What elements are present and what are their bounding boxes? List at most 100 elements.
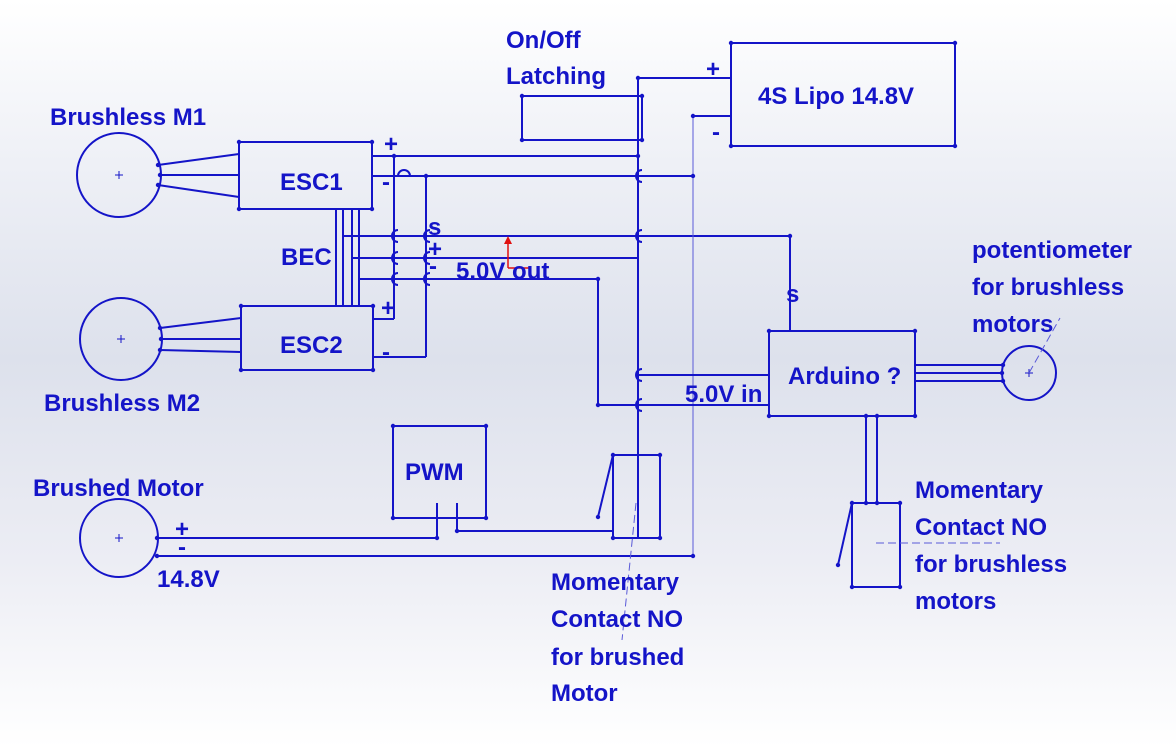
junction-dot xyxy=(238,303,244,309)
momentary-brushed-label-2: Contact NO xyxy=(551,606,683,633)
origin-marker xyxy=(504,236,530,269)
power-rails xyxy=(372,77,791,556)
brushed-minus: - xyxy=(178,534,186,561)
junction-dot xyxy=(728,143,734,149)
esc1-minus: - xyxy=(382,169,390,196)
arduino-io-wires xyxy=(837,364,1003,566)
junction-dot xyxy=(519,137,525,143)
momentary-brushless-label-2: Contact NO xyxy=(915,514,1047,541)
junction-dot xyxy=(863,413,869,419)
junction-dot xyxy=(863,500,869,506)
junction-dot xyxy=(835,562,841,568)
junction-dot xyxy=(912,328,918,334)
junction-dot xyxy=(157,172,163,178)
junction-dot xyxy=(157,347,163,353)
momentary-brushed-label-1: Momentary xyxy=(551,569,680,596)
junction-dots xyxy=(154,40,1006,590)
leader-lines xyxy=(621,317,1061,641)
momentary-brushless-label-3: for brushless xyxy=(915,551,1067,578)
junction-dot xyxy=(390,423,396,429)
junction-dot xyxy=(391,153,397,159)
brushed-plus: + xyxy=(175,516,189,543)
bec-plus: + xyxy=(428,236,442,263)
junction-dot xyxy=(238,367,244,373)
junction-dot xyxy=(897,500,903,506)
momentary-brushed-label-4: Motor xyxy=(551,680,618,707)
junction-dot xyxy=(787,233,793,239)
potentiometer-label-1: potentiometer xyxy=(972,237,1132,264)
junction-dot xyxy=(690,173,696,179)
junction-dot xyxy=(158,336,164,342)
lipo-battery-box xyxy=(730,42,956,147)
junction-dot xyxy=(454,528,460,534)
junction-dot xyxy=(999,370,1005,376)
potentiometer-label-3: motors xyxy=(972,311,1053,338)
junction-dot xyxy=(657,452,663,458)
junction-dot xyxy=(690,113,696,119)
junction-dot xyxy=(874,500,880,506)
junction-dot xyxy=(635,153,641,159)
junction-dot xyxy=(155,162,161,168)
bec-signal: s xyxy=(428,214,441,241)
in-5v-label: 5.0V in xyxy=(685,381,762,408)
junction-dot xyxy=(236,206,242,212)
junction-dot xyxy=(154,553,160,559)
junction-dot xyxy=(483,515,489,521)
junction-dot xyxy=(154,535,160,541)
arduino-label: Arduino ? xyxy=(788,363,901,390)
brushless-m1-motor xyxy=(76,132,162,218)
junction-dot xyxy=(595,402,601,408)
potentiometer-label-2: for brushless xyxy=(972,274,1124,301)
junction-dot xyxy=(610,452,616,458)
junction-dot xyxy=(595,276,601,282)
junction-dot xyxy=(657,535,663,541)
momentary-switch-brushed-box xyxy=(612,454,661,539)
arduino-signal: s xyxy=(786,281,799,308)
junction-dot xyxy=(639,137,645,143)
junction-dot xyxy=(952,143,958,149)
motor-wires xyxy=(157,153,242,353)
junction-dot xyxy=(952,40,958,46)
lipo-plus: + xyxy=(706,56,720,83)
esc1-label: ESC1 xyxy=(280,169,343,196)
junction-dot xyxy=(519,93,525,99)
junction-dot xyxy=(369,139,375,145)
momentary-brushless-label-4: motors xyxy=(915,588,996,615)
pwm-box xyxy=(392,425,487,519)
junction-dot xyxy=(1000,362,1006,368)
esc2-plus: + xyxy=(381,295,395,322)
bec-label: BEC xyxy=(281,244,332,271)
junction-dot xyxy=(483,423,489,429)
lipo-minus: - xyxy=(712,119,720,146)
wire-crossings xyxy=(391,169,643,412)
junction-dot xyxy=(434,535,440,541)
brushless-m2-motor xyxy=(79,297,163,381)
brushed-motor-wires xyxy=(157,454,693,557)
esc1-plus: + xyxy=(384,131,398,158)
bec-wires xyxy=(335,209,790,405)
junction-dot xyxy=(1000,378,1006,384)
bec-minus: - xyxy=(429,253,437,280)
junction-dot xyxy=(728,40,734,46)
junction-dot xyxy=(390,515,396,521)
junction-dot xyxy=(690,553,696,559)
on-off-label-2: Latching xyxy=(506,63,606,90)
junction-dot xyxy=(595,514,601,520)
junction-dot xyxy=(236,139,242,145)
on-off-switch-box xyxy=(521,95,643,141)
junction-dot xyxy=(157,325,163,331)
junction-dot xyxy=(370,367,376,373)
brushed-motor-label: Brushed Motor xyxy=(33,475,204,502)
junction-dot xyxy=(639,93,645,99)
junction-dot xyxy=(370,303,376,309)
junction-dot xyxy=(423,173,429,179)
junction-dot xyxy=(874,413,880,419)
junction-dot xyxy=(369,206,375,212)
esc2-minus: - xyxy=(382,339,390,366)
brushed-voltage: 14.8V xyxy=(157,566,220,593)
junction-dot xyxy=(610,535,616,541)
junction-dot xyxy=(912,413,918,419)
momentary-brushed-label-3: for brushed xyxy=(551,644,684,671)
out-5v-label: 5.0V out xyxy=(456,258,549,285)
